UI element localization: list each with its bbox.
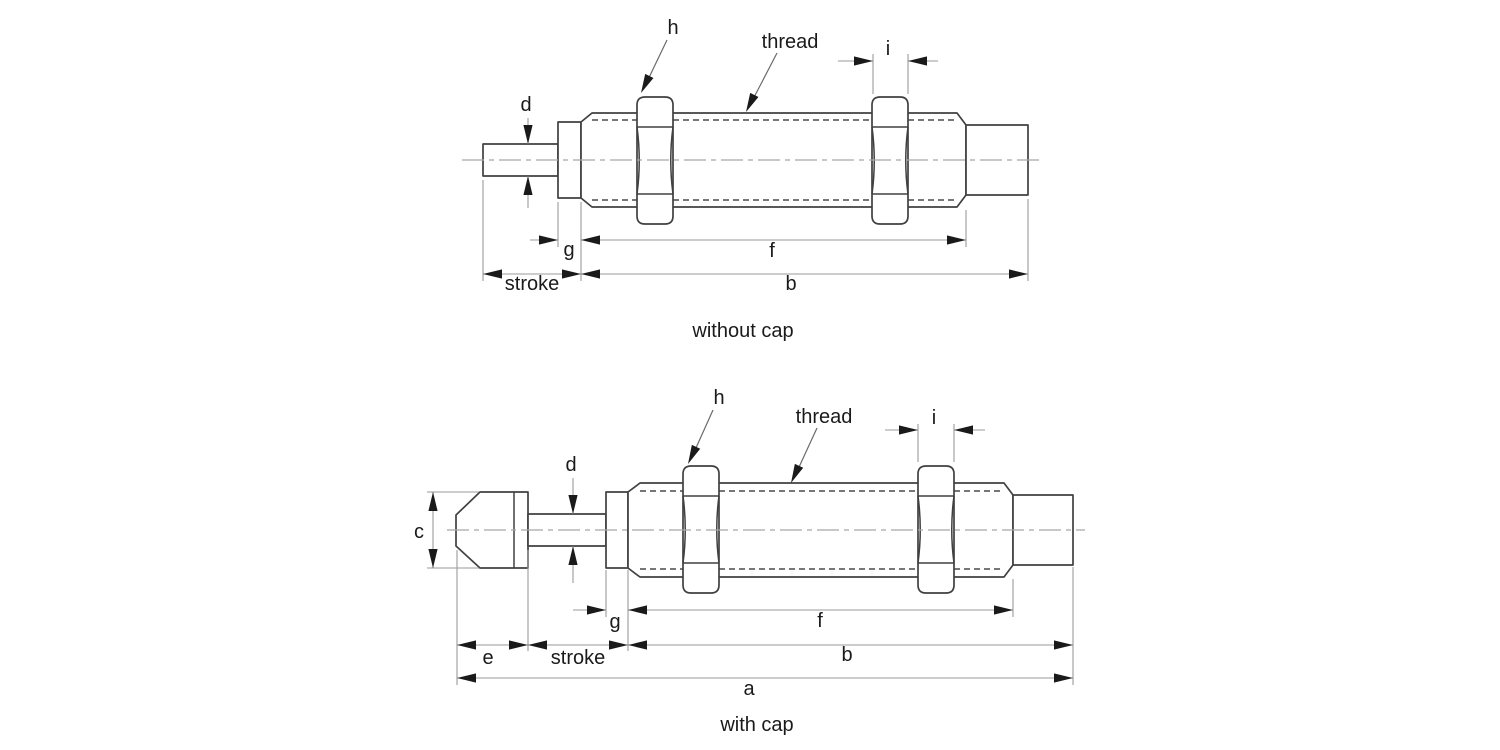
caption-with-cap: with cap (719, 714, 793, 736)
label-h: h (667, 17, 678, 39)
dim-stroke-b-row: stroke b (482, 180, 1029, 295)
dim-i: i (838, 38, 938, 94)
label-thread: thread (796, 406, 853, 428)
label-g: g (609, 611, 620, 633)
label-f: f (817, 610, 823, 632)
label-b: b (841, 644, 852, 666)
dim-d: d (565, 454, 578, 583)
label-f: f (769, 240, 775, 262)
dim-d: d (520, 94, 533, 208)
caption-without-cap: without cap (691, 320, 793, 342)
dim-c: c (414, 491, 479, 569)
dim-i: i (885, 407, 985, 462)
label-d: d (520, 94, 531, 116)
leader-h: h (683, 387, 725, 466)
label-g: g (563, 239, 574, 261)
upper-view-without-cap: d h thread i (462, 17, 1040, 342)
dim-e-stroke-b-row: e stroke b (456, 550, 1074, 685)
label-a: a (743, 678, 755, 700)
label-thread: thread (762, 31, 819, 53)
label-stroke: stroke (551, 647, 605, 669)
leader-thread: thread (786, 406, 853, 485)
label-h: h (713, 387, 724, 409)
label-d: d (565, 454, 576, 476)
thread-dashed-lines (640, 490, 1004, 570)
label-b: b (785, 273, 796, 295)
label-e: e (482, 647, 493, 669)
dim-g-f-row: g f (530, 202, 967, 281)
dim-a-row: a (457, 673, 1073, 700)
label-i: i (886, 38, 890, 60)
dim-g-f-row: g f (573, 570, 1014, 651)
label-i: i (932, 407, 936, 429)
label-stroke: stroke (505, 273, 559, 295)
label-c: c (414, 521, 424, 543)
leader-h: h (636, 17, 679, 96)
thread-dashed-lines (592, 119, 957, 201)
leader-thread: thread (741, 31, 819, 115)
lower-view-with-cap: c d h thread i (414, 387, 1085, 736)
